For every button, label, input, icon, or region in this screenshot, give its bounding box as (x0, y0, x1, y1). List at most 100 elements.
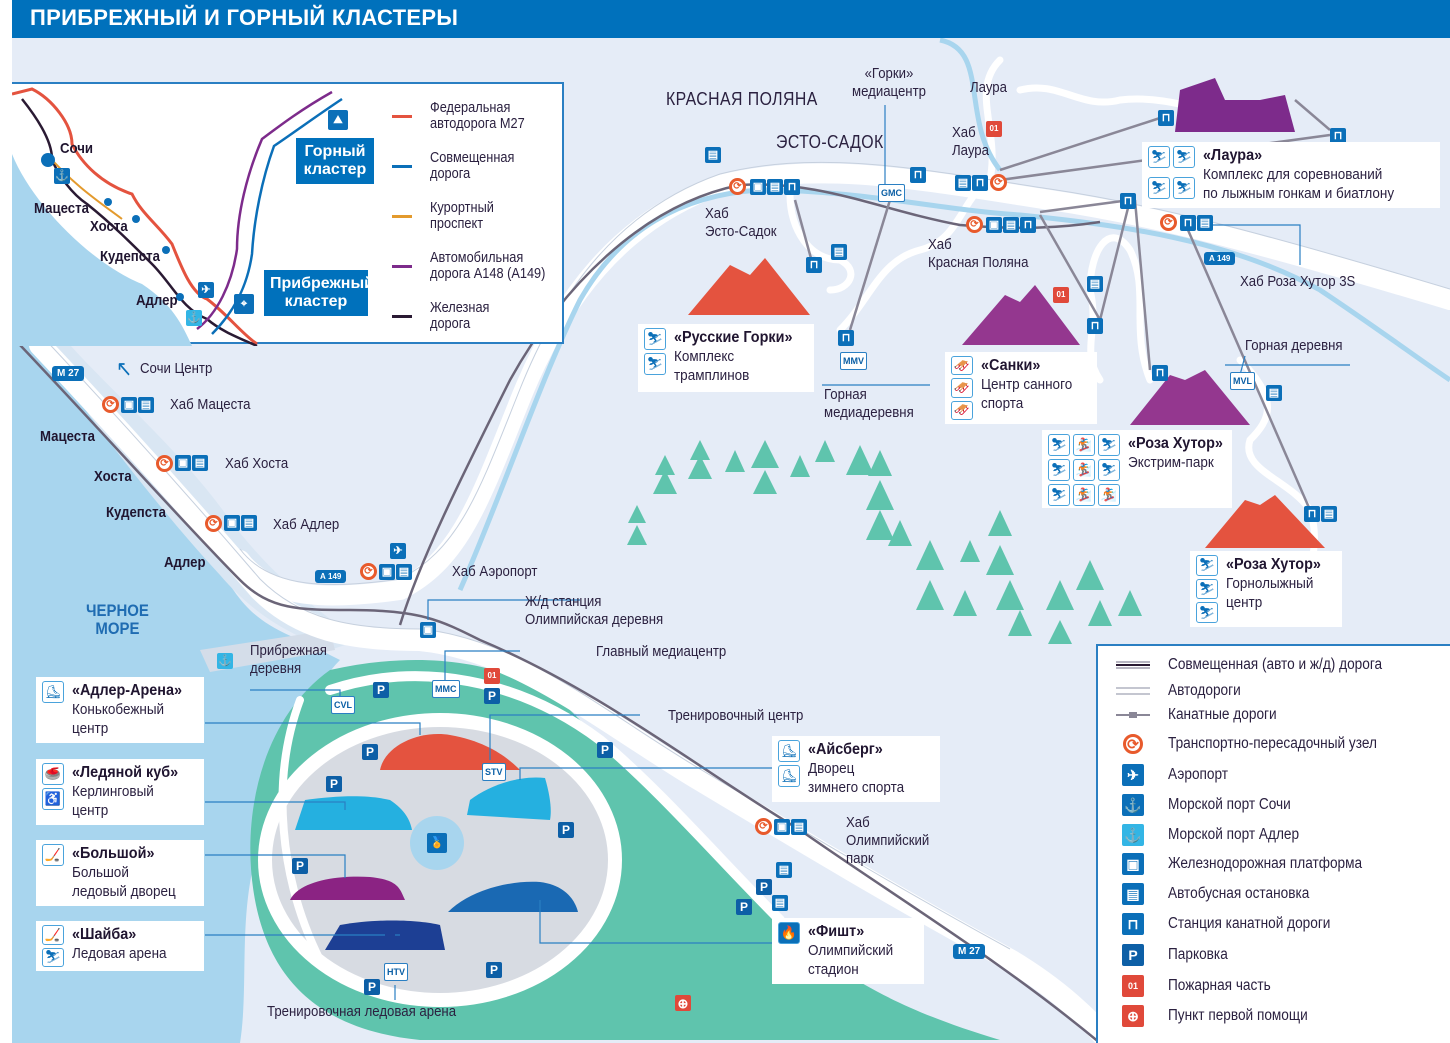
adler-seaport-icon: ⚓ (1122, 824, 1144, 846)
inset-city-kudepsta: Кудепста (100, 248, 160, 265)
cable-car-station-icon: ⊓ (1158, 110, 1174, 126)
bus-icon: ▤ (1321, 506, 1337, 522)
page-title: ПРИБРЕЖНЫЙ И ГОРНЫЙ КЛАСТЕРЫ (12, 0, 1450, 38)
sanki-mountain (962, 285, 1080, 345)
bobsleigh-icon: 🛷 (951, 356, 973, 376)
inset-canvas (12, 87, 343, 346)
fisht-building (448, 881, 578, 912)
bus-icon: ▤ (396, 564, 412, 580)
ice-cube-building (295, 796, 412, 830)
railway-platform-icon: ▣ (1122, 853, 1144, 875)
inset-sea (12, 154, 192, 346)
venue-card-extreme-park[interactable]: ⛷🏂⛷ ⛷🏂⛷ ⛷🏂🏂 «Роза Хутор»Экстрим-парк (1042, 430, 1232, 508)
inset-sochi-port-icon: ⚓ (54, 168, 70, 184)
hub-airport-label: Хаб Аэропорт (452, 563, 538, 580)
freestyle-aerials-icon: ⛷ (1098, 434, 1120, 456)
para-alpine-icon: ⛷ (1196, 578, 1218, 600)
bus-icon: ▤ (776, 862, 792, 878)
para-biathlon-icon: ⛷ (1148, 176, 1170, 199)
freestyle-icon: ⛷ (1048, 434, 1070, 456)
sochi-seaport-icon: ⚓ (1122, 794, 1144, 816)
krasnaya-polyana-label: КРАСНАЯ ПОЛЯНА (666, 89, 818, 109)
gorki-media-label: «Горки»медиацентр (852, 65, 926, 100)
station-khosta: Хоста (94, 468, 132, 485)
short-track-icon: ⛸ (778, 740, 800, 762)
road-esto-loop (786, 191, 855, 294)
ski-cross-icon: ⛷ (1048, 459, 1070, 481)
cable-car-station-icon: ⊓ (972, 175, 988, 191)
river-mzymta (457, 187, 1450, 592)
mmv-tag: MMV (840, 352, 867, 370)
legend-combined-road: Совмещенная (авто и ж/д) дорога (1098, 656, 1411, 674)
road-park-west (278, 696, 324, 964)
rail-icon: ▣ (986, 217, 1002, 233)
mvl-tag: MVL (1230, 372, 1255, 390)
hub-matsesta-label: Хаб Мацеста (170, 396, 251, 413)
bus-icon: ▤ (1087, 276, 1103, 292)
inset-m27-line (12, 87, 258, 346)
parking-icon: P (486, 962, 502, 978)
hub-adler-label: Хаб Адлер (273, 516, 340, 533)
river-north (939, 37, 1002, 172)
parking-icon: P (292, 858, 308, 874)
parking-icon: P (558, 822, 574, 838)
rail-icon: ▣ (774, 819, 790, 835)
cable-car-station-icon: ⊓ (1020, 217, 1036, 233)
venue-card-shayba[interactable]: 🏒⛷ «Шайба»Ледовая арена (36, 921, 204, 971)
road-m27-coastal (29, 334, 1121, 1043)
curling-icon: 🥌 (42, 763, 64, 785)
legend-airport: ✈Аэропорт (1098, 764, 1236, 786)
railway-coastal (19, 344, 1101, 1043)
bus-icon: ▤ (1266, 385, 1282, 401)
parking-icon: P (484, 688, 500, 704)
rail-station-icon: ▣ (420, 622, 436, 638)
bus-icon: ▤ (955, 175, 971, 191)
super-g-icon: ⛷ (1196, 602, 1218, 624)
hub-khosta-icon: ⟳ (156, 455, 173, 472)
esto-sadok-label: ЭСТО-САДОК (776, 132, 884, 152)
map-legend: Совмещенная (авто и ж/д) дорога Автодоро… (1096, 644, 1450, 1043)
hub-khosta-label: Хаб Хоста (225, 455, 289, 472)
inset-city-adler: Адлер (136, 292, 178, 309)
parking-icon: P (326, 776, 342, 792)
cable-car-station-icon: ⊓ (1304, 506, 1320, 522)
station-adler: Адлер (164, 554, 206, 571)
legend-transport-hub: ⟳Транспортно-пересадочный узел (1098, 734, 1405, 754)
road-a149 (230, 163, 1450, 606)
iceberg-building (467, 777, 551, 820)
biathlon-icon: ⛷ (1148, 146, 1170, 168)
slopestyle-icon: 🏂 (1073, 484, 1095, 506)
legend-sochi-seaport: ⚓Морской порт Сочи (1098, 794, 1308, 816)
inset-a148-line (196, 90, 333, 330)
training-center-label: Тренировочный центр (668, 707, 804, 724)
cable-car-station-icon: ⊓ (838, 330, 854, 346)
halfpipe-icon: ⛷ (1048, 484, 1070, 506)
bolshoy-building (290, 876, 405, 900)
laura-place-label: Лаура (970, 79, 1008, 96)
bus-icon: ▤ (241, 515, 257, 531)
hub-laura-icon: ⟳ (990, 174, 1007, 191)
coastal-cluster-label: Прибрежный кластер (264, 270, 374, 316)
transport-hub-icon: ⟳ (1123, 734, 1143, 754)
bus-icon: ▤ (772, 895, 788, 911)
hub-adler-icon: ⟳ (205, 515, 222, 532)
parking-icon: P (756, 879, 772, 895)
inset-coastal-cluster-icon: ⌖ (234, 294, 254, 314)
russkie-gorki-mountain (688, 258, 810, 315)
